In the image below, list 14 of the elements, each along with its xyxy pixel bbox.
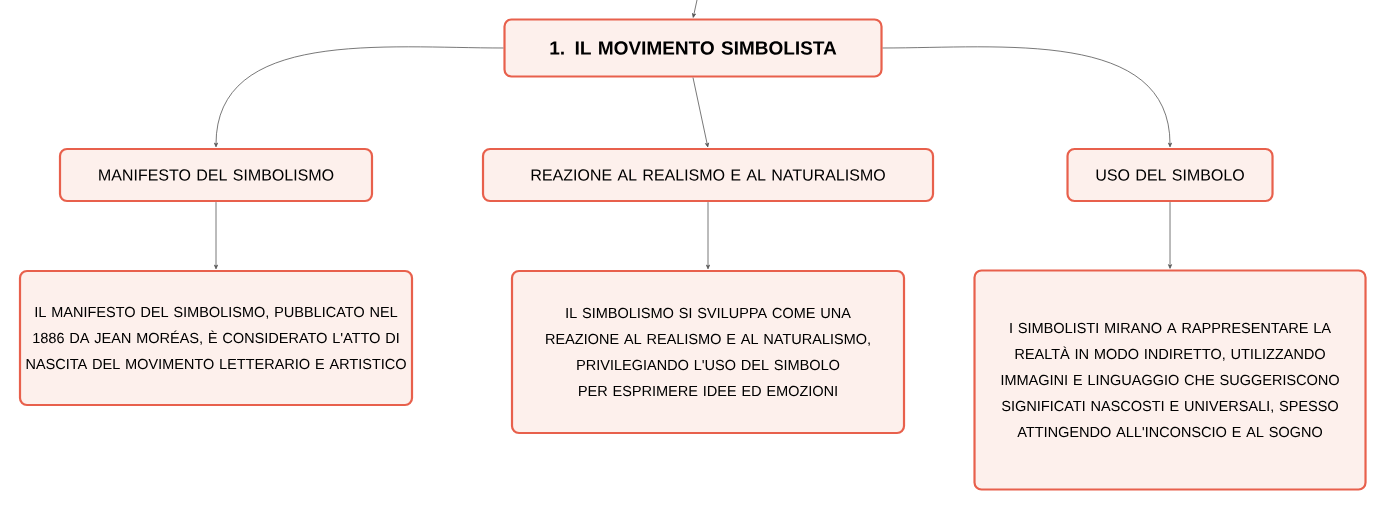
central-topic-box: 1. IL MOVIMENTO SIMBOLISTA — [503, 18, 883, 78]
arrow — [214, 201, 218, 270]
topic-box: USO DEL SIMBOLO — [1066, 147, 1274, 203]
topic-box: REAZIONE AL REALISMO E AL NATURALISMO — [481, 147, 935, 203]
arrow — [692, 77, 709, 148]
arrow — [882, 46, 1172, 148]
arrow — [1168, 201, 1172, 269]
description-box: I SIMBOLISTI MIRANO A RAPPRESENTARE LA REALTÀ IN MODO INDIRETTO, UTILIZZANDO IMMAGINI E LINGUAGGIO CHE SUGGERISCONO SIGNIFICATI NASCOSTI E UNIVERSALI, SPESSO ATTINGENDO ALL'INCONSCIO E AL SOGNO — [973, 269, 1367, 491]
topic-box: MANIFESTO DEL SIMBOLISMO — [58, 147, 374, 203]
arrow — [692, 0, 698, 18]
description-box: IL SIMBOLISMO SI SVILUPPA COME UNA REAZIONE AL REALISMO E AL NATURALISMO, PRIVILEGIANDO L'USO DEL SIMBOLO PER ESPRIMERE IDEE ED EMOZIONI — [510, 269, 906, 435]
arrow — [706, 201, 710, 270]
description-box: IL MANIFESTO DEL SIMBOLISMO, PUBBLICATO NEL 1886 DA JEAN MORÉAS, È CONSIDERATO L'ATTO DI NASCITA DEL MOVIMENTO LETTERARIO E ARTISTICO — [18, 269, 414, 407]
arrow — [214, 46, 504, 148]
